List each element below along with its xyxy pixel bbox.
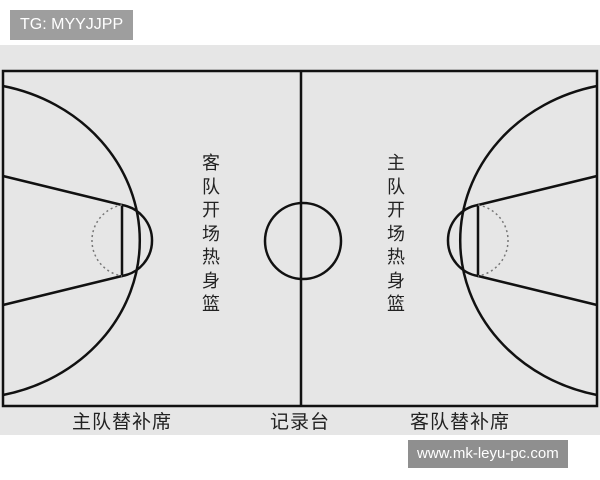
right-warmup-char: 队: [387, 176, 405, 198]
left-warmup-label: 客 队 开 场 热 身 篮: [196, 152, 226, 317]
left-free-throw-arc-dashed: [91, 204, 123, 277]
watermark-bottom: www.mk-leyu-pc.com: [408, 440, 568, 468]
right-warmup-char: 身: [387, 270, 405, 292]
away-bench-label: 客队替补席: [410, 411, 511, 433]
right-warmup-char: 篮: [387, 294, 405, 315]
right-free-throw-arc: [446, 203, 479, 278]
right-warmup-char: 主: [387, 153, 405, 174]
left-key: [2, 174, 124, 307]
right-free-throw-arc-dashed: [477, 204, 509, 277]
left-warmup-char: 篮: [202, 294, 220, 315]
left-free-throw-arc: [121, 203, 154, 278]
right-warmup-char: 场: [387, 223, 405, 245]
left-warmup-char: 客: [202, 153, 220, 174]
scorer-table-label: 记录台: [270, 411, 331, 433]
right-warmup-char: 开: [387, 200, 405, 221]
left-warmup-char: 开: [202, 200, 220, 221]
right-warmup-label: 主 队 开 场 热 身 篮: [381, 152, 411, 317]
right-key: [476, 174, 598, 307]
left-warmup-char: 身: [202, 270, 220, 292]
watermark-top: TG: MYYJJPP: [10, 10, 134, 40]
center-circle: [263, 201, 343, 281]
right-warmup-char: 热: [387, 247, 405, 268]
home-bench-label: 主队替补席: [72, 411, 173, 433]
left-warmup-char: 队: [202, 176, 220, 198]
left-warmup-char: 场: [202, 223, 220, 245]
left-three-point-arc: [2, 84, 141, 397]
right-three-point-arc: [459, 84, 598, 397]
left-warmup-char: 热: [202, 247, 220, 268]
